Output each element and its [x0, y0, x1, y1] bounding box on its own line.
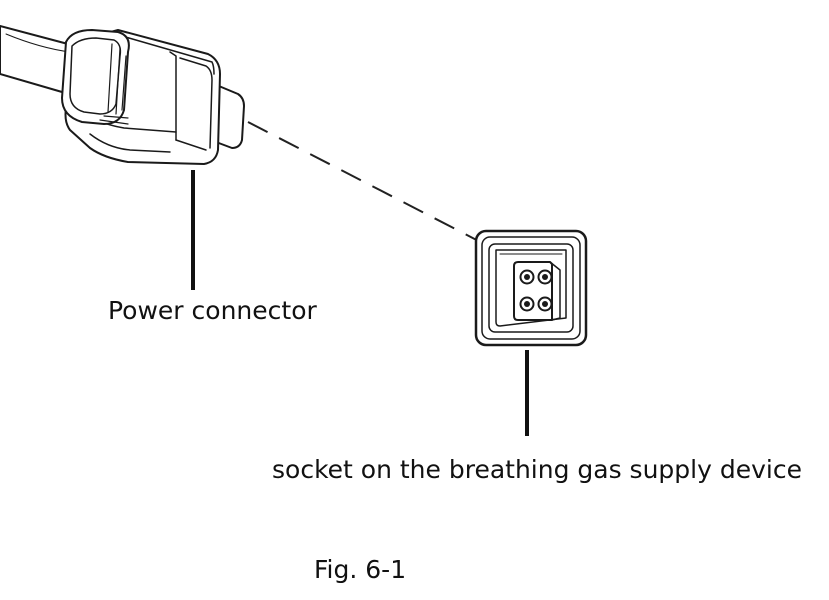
power-connector-label: Power connector	[108, 296, 317, 325]
plug-nose	[213, 83, 245, 149]
socket-drawing	[474, 229, 588, 347]
socket-label: socket on the breathing gas supply devic…	[272, 455, 802, 484]
power-connector-drawing	[0, 25, 245, 165]
socket-pins	[519, 269, 553, 312]
alignment-dashed-line	[247, 121, 497, 251]
plug-collar	[61, 29, 130, 125]
figure-caption: Fig. 6-1	[314, 555, 407, 584]
